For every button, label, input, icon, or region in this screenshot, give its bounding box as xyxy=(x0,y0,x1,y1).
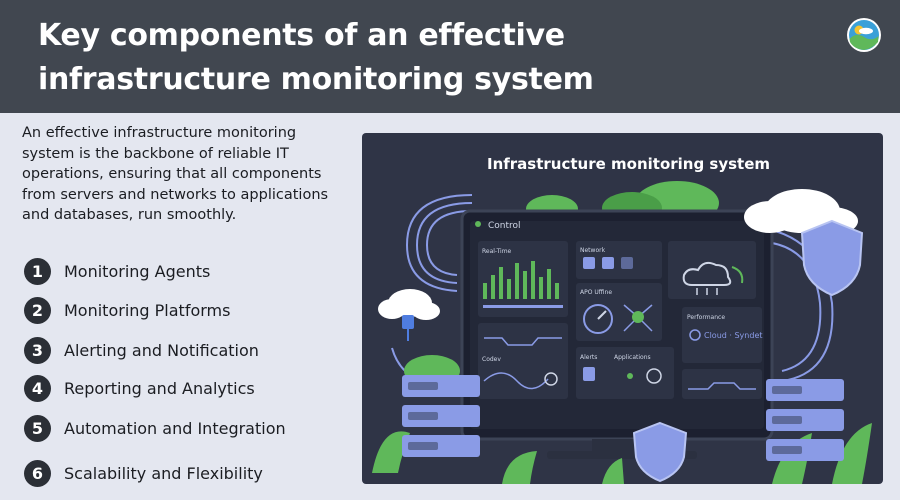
panel-timeline xyxy=(682,369,762,399)
number-badge: 6 xyxy=(24,459,51,487)
cloud-sync-icon xyxy=(682,261,744,295)
panel-label: Applications xyxy=(614,354,651,361)
panel-alerts xyxy=(576,347,674,399)
wave-chart-icon xyxy=(483,372,549,390)
panel-label: Codev xyxy=(482,356,501,363)
cloud-plug-icon xyxy=(378,289,440,341)
lock-icon xyxy=(544,372,558,386)
network-wires xyxy=(391,194,834,386)
component-label: Automation and Integration xyxy=(64,418,286,438)
panel-network xyxy=(576,241,662,279)
server-rack-icon xyxy=(402,375,480,457)
performance-icon xyxy=(689,329,701,341)
shield-icon xyxy=(632,421,688,483)
infrastructure-illustration: Infrastructure monitoring system Control… xyxy=(362,133,883,484)
panel-label: APO Uffine xyxy=(580,289,612,296)
status-dot-icon xyxy=(475,221,481,227)
chart-baseline xyxy=(483,305,563,308)
shield-icon xyxy=(800,219,864,297)
panel-label: Alerts xyxy=(580,354,597,361)
panel-label: Real-Time xyxy=(482,248,512,255)
list-item: 3 Alerting and Notification xyxy=(24,335,259,365)
server-rack-icon xyxy=(766,379,844,461)
component-label: Reporting and Analytics xyxy=(64,378,255,398)
app-icon xyxy=(646,368,662,384)
page-title: Key components of an effective infrastru… xyxy=(38,18,594,97)
number-badge: 3 xyxy=(24,336,51,364)
list-item: 4 Reporting and Analytics xyxy=(24,373,255,403)
component-label: Monitoring Platforms xyxy=(64,300,231,320)
alert-icon xyxy=(583,367,595,381)
panel-label: Network xyxy=(580,247,606,254)
list-item: 1 Monitoring Agents xyxy=(24,256,210,286)
panel-label: Performance xyxy=(687,314,725,321)
number-badge: 1 xyxy=(24,257,51,285)
hub-icon xyxy=(623,304,653,332)
panel-cloud xyxy=(668,241,756,299)
illustration-title: Infrastructure monitoring system xyxy=(487,155,770,173)
cloud-landscape-logo-icon xyxy=(846,17,882,53)
app-node-icon xyxy=(627,373,633,379)
component-label: Monitoring Agents xyxy=(64,261,211,281)
number-badge: 5 xyxy=(24,414,51,442)
window-label: Control xyxy=(488,221,521,231)
intro-paragraph: An effective infrastructure monitoring s… xyxy=(22,125,329,223)
gauge-icon xyxy=(583,304,613,334)
component-label: Alerting and Notification xyxy=(64,340,259,360)
component-label: Scalability and Flexibility xyxy=(64,463,263,483)
timeline-icon xyxy=(688,382,756,390)
panel-apo xyxy=(576,283,662,341)
list-item: 6 Scalability and Flexibility xyxy=(24,458,263,488)
header-banner: Key components of an effective infrastru… xyxy=(0,0,900,113)
bar-chart-icon xyxy=(483,261,559,299)
number-badge: 4 xyxy=(24,374,51,402)
pipeline-icon xyxy=(484,337,562,346)
panel-label: Cloud · Syndet xyxy=(704,331,763,340)
network-nodes-icon xyxy=(583,257,633,269)
number-badge: 2 xyxy=(24,296,51,324)
panel-performance xyxy=(682,307,762,363)
list-item: 2 Monitoring Platforms xyxy=(24,295,230,325)
list-item: 5 Automation and Integration xyxy=(24,413,286,443)
